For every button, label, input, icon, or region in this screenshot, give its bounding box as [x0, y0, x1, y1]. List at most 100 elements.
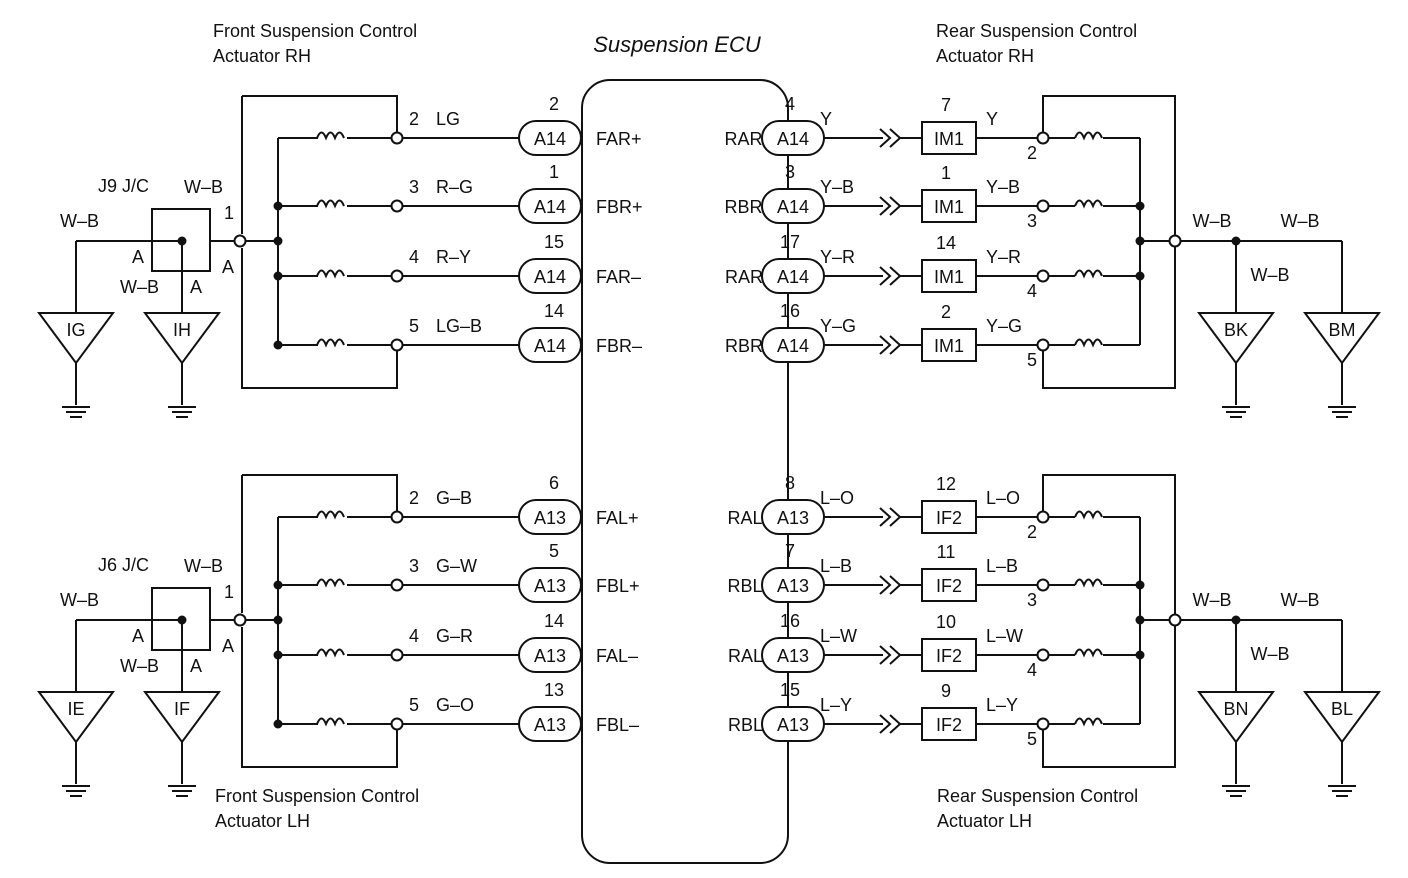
ground-point-label: IF: [174, 699, 190, 719]
actuator-pin: [390, 338, 404, 352]
arrow-icon: [889, 335, 902, 355]
coil-symbol: [316, 648, 345, 658]
arrow-icon: [889, 196, 902, 216]
section-title: Actuator LH: [937, 811, 1032, 831]
coil-symbol: [1074, 648, 1103, 658]
section-title: Front Suspension Control: [213, 21, 417, 41]
inline-connector: [921, 638, 977, 672]
pin-number: 2: [1027, 522, 1037, 542]
pin-number: 3: [1027, 590, 1037, 610]
arrow-icon: [889, 575, 902, 595]
connector-label: A13: [777, 508, 809, 528]
arrow-icon: [879, 266, 892, 286]
inline-pin-number: 7: [941, 95, 951, 115]
ground-point-label: BL: [1331, 699, 1353, 719]
connector-label: A13: [777, 646, 809, 666]
connector-label: A13: [777, 715, 809, 735]
connector-pin-number: 3: [785, 162, 795, 182]
wire-color-label: W–B: [1280, 590, 1319, 610]
ecu-terminal-label: FBR+: [596, 197, 643, 217]
wire-color-label: L–Y: [820, 695, 852, 715]
wire-color-label: L–B: [986, 556, 1018, 576]
pin-number: 5: [409, 316, 419, 336]
ecu-terminal-label: FBL+: [596, 576, 640, 596]
actuator-frame: [241, 627, 398, 768]
inline-pin-number: 12: [936, 474, 956, 494]
coil-symbol: [1074, 269, 1103, 279]
arrow-icon: [889, 128, 902, 148]
pin-number: 4: [1027, 281, 1037, 301]
actuator-pin: [390, 578, 404, 592]
junction-pin: A: [222, 636, 234, 656]
splice-dot: [273, 340, 283, 350]
wire-color-label: G–W: [436, 556, 477, 576]
connector-pin-number: 14: [544, 301, 564, 321]
section-title: Rear Suspension Control: [937, 786, 1138, 806]
ecu-title: Suspension ECU: [593, 32, 761, 57]
inline-connector: [921, 568, 977, 602]
actuator-frame: [1042, 95, 1176, 235]
actuator-pin: [390, 269, 404, 283]
inline-connector-label: IM1: [934, 336, 964, 356]
inline-pin-number: 9: [941, 681, 951, 701]
junction-pin: A: [132, 247, 144, 267]
arrow-icon: [889, 507, 902, 527]
pin-number: 3: [409, 177, 419, 197]
actuator-pin: [1036, 269, 1050, 283]
inline-connector-label: IM1: [934, 129, 964, 149]
ground-point-label: IE: [67, 699, 84, 719]
connector-pin-number: 13: [544, 680, 564, 700]
wire-color-label: G–B: [436, 488, 472, 508]
wire-color-label: Y–G: [986, 316, 1022, 336]
wire-color-label: W–B: [1250, 265, 1289, 285]
connector-label: A14: [777, 336, 809, 356]
wire-color-label: Y–R: [820, 247, 855, 267]
coil-symbol: [316, 131, 345, 141]
wire-color-label: R–G: [436, 177, 473, 197]
connector-label: A14: [534, 336, 566, 356]
ground-point-label: IH: [173, 320, 191, 340]
ecu-terminal-label: RAR+: [724, 129, 773, 149]
splice-dot: [1135, 650, 1145, 660]
pin-number: 1: [224, 203, 234, 223]
wire-color-label: LG–B: [436, 316, 482, 336]
wire-color-label: L–W: [820, 626, 857, 646]
wire-color-label: L–Y: [986, 695, 1018, 715]
inline-connector-label: IF2: [936, 715, 962, 735]
ecu-terminal-label: FBR–: [596, 336, 642, 356]
connector-label: A14: [777, 129, 809, 149]
pin-number: 4: [1027, 660, 1037, 680]
connector-label: A13: [534, 646, 566, 666]
ecu-terminal-label: FAL+: [596, 508, 639, 528]
splice-dot: [273, 719, 283, 729]
wire-color-label: Y–G: [820, 316, 856, 336]
arrow-icon: [879, 645, 892, 665]
connector-label: A13: [777, 576, 809, 596]
actuator-pin: [1168, 613, 1182, 627]
ecu-terminal-label: FBL–: [596, 715, 639, 735]
arrow-icon: [879, 714, 892, 734]
wire-color-label: G–R: [436, 626, 473, 646]
ground-tri: [1197, 312, 1275, 365]
junction-label: J6 J/C: [98, 555, 149, 575]
connector-label: A14: [534, 129, 566, 149]
section-title: Actuator RH: [213, 46, 311, 66]
connector-pin-number: 2: [549, 94, 559, 114]
section-title: Actuator LH: [215, 811, 310, 831]
connector-pin-number: 17: [780, 232, 800, 252]
actuator-frame: [1042, 626, 1176, 768]
ecu-terminal-label: FAL–: [596, 646, 638, 666]
arrow-icon: [879, 196, 892, 216]
wire-color-label: L–B: [820, 556, 852, 576]
actuator-pin: [1036, 648, 1050, 662]
coil-symbol: [316, 717, 345, 727]
wire-color-label: R–Y: [436, 247, 471, 267]
actuator-pin: [233, 234, 247, 248]
pin-number: 4: [409, 626, 419, 646]
pin-number: 1: [224, 582, 234, 602]
ecu-terminal-label: FAR–: [596, 267, 641, 287]
ecu-terminal-label: RAR–: [725, 267, 773, 287]
wire-color-label: W–B: [1250, 644, 1289, 664]
ground-tri: [1303, 691, 1381, 744]
ground-tri: [1197, 691, 1275, 744]
